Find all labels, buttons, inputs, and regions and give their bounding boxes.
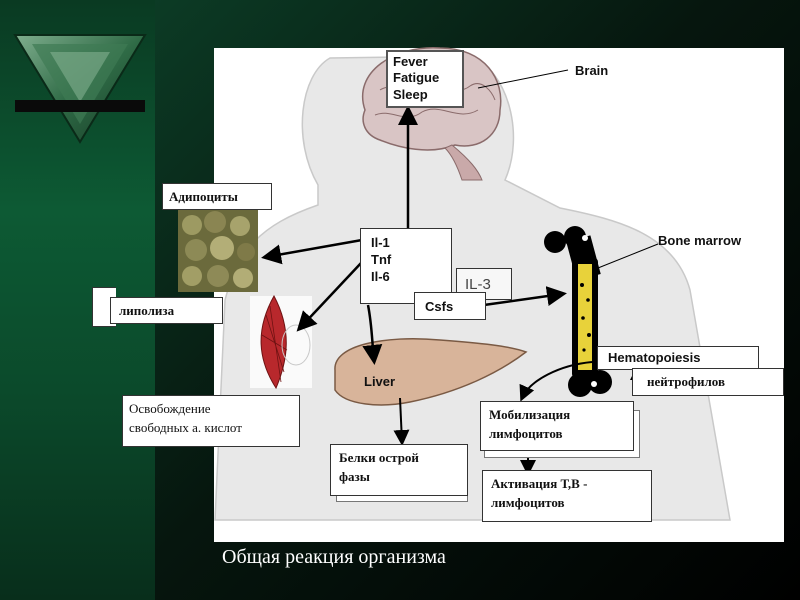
neutrophils-label: нейтрофилов xyxy=(647,374,725,389)
csfs-box: Csfs xyxy=(414,292,486,320)
acute-phase-box: Белки острой фазы xyxy=(330,444,468,496)
bone-shape xyxy=(544,226,612,397)
fatty-acids-line2: свободных а. кислот xyxy=(129,419,242,435)
triangle-logo-icon xyxy=(13,34,147,144)
neutrophils-box: нейтрофилов xyxy=(632,368,784,396)
lymph-mobilization-box: Мобилизация лимфоцитов xyxy=(480,401,634,451)
lymph-mobilization-line1: Мобилизация xyxy=(489,407,571,422)
adipocytes-label: Адипоциты xyxy=(169,189,238,204)
liver-shape xyxy=(334,338,528,406)
cytokine-tnf: Tnf xyxy=(371,251,392,267)
cytokine-il6: Il-6 xyxy=(371,268,390,284)
il3-label: IL-3 xyxy=(465,276,491,293)
lymph-activation-line2: лимфоцитов xyxy=(491,494,565,510)
slide-caption: Общая реакция организма xyxy=(222,546,446,568)
label-brain: Brain xyxy=(575,63,608,78)
hematopoiesis-box: Hematopoiesis xyxy=(597,346,759,370)
lipolysis-label: липолиза xyxy=(119,303,175,318)
symptom-fever: Fever xyxy=(393,54,428,69)
lipolysis-box: липолиза xyxy=(110,297,223,324)
acute-phase-line2: фазы xyxy=(339,468,370,484)
adipocytes-box: Адипоциты xyxy=(162,183,272,210)
lymph-mobilization-line2: лимфоцитов xyxy=(489,425,563,441)
cytokine-il1: Il-1 xyxy=(371,235,390,250)
fatty-acids-line1: Освобождение xyxy=(129,401,211,416)
lymph-activation-box: Активация Т,В - лимфоцитов xyxy=(482,470,652,522)
brain-symptoms-box: Fever Fatigue Sleep xyxy=(386,50,464,108)
label-bone-marrow: Bone marrow xyxy=(658,233,742,248)
symptom-sleep: Sleep xyxy=(393,86,428,102)
adipose-tissue-image xyxy=(178,210,258,292)
csfs-label: Csfs xyxy=(425,299,454,314)
hematopoiesis-label: Hematopoiesis xyxy=(608,350,701,365)
label-liver: Liver xyxy=(364,374,395,389)
lymph-activation-line1: Активация Т,В - xyxy=(491,476,588,491)
acute-phase-line1: Белки острой xyxy=(339,450,419,465)
muscle-image xyxy=(250,294,312,390)
fatty-acids-box: Освобождение свободных а. кислот xyxy=(122,395,300,447)
cytokines-box: Il-1 Tnf Il-6 xyxy=(360,228,452,304)
symptom-fatigue: Fatigue xyxy=(393,70,440,86)
